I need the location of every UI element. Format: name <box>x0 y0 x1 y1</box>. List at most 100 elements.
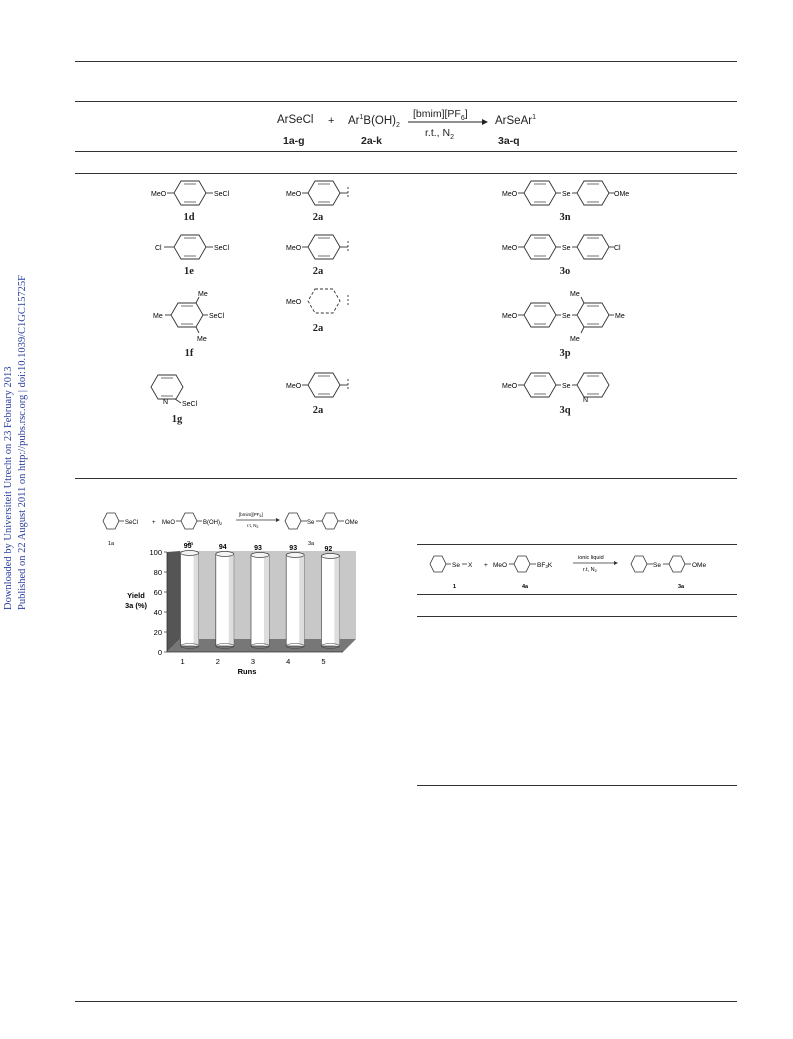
svg-text:SeCl: SeCl <box>214 245 230 252</box>
svg-text:MeO: MeO <box>502 383 518 390</box>
x-tick-label: 4 <box>286 657 290 666</box>
bar-shade <box>228 554 234 646</box>
aryl-2a-structure: MeO <box>286 180 349 206</box>
label-substrate-1d: 1d <box>183 212 195 223</box>
product-3n-structure: MeO Se OMe <box>502 180 629 206</box>
scheme-bottom-rule <box>75 151 737 152</box>
svg-text:MeO: MeO <box>286 245 302 252</box>
y-axis-label: Yield <box>127 591 145 600</box>
label-substrate-1g: 1g <box>171 414 183 425</box>
bar-base <box>321 643 340 649</box>
svg-text:Se: Se <box>562 245 571 252</box>
svg-text:MeO: MeO <box>493 562 507 569</box>
data-label: 93 <box>289 545 297 552</box>
bar-shade <box>264 555 269 646</box>
bar-top <box>180 550 199 556</box>
bar-base <box>215 643 235 649</box>
svg-text:Se: Se <box>562 313 571 320</box>
y-tick-label: 40 <box>154 608 162 617</box>
svg-text:ionic liquid: ionic liquid <box>578 555 604 561</box>
svg-text:Me: Me <box>198 291 208 298</box>
header-bottom-rule <box>75 173 737 174</box>
label-product-3p: 3p <box>559 348 571 359</box>
svg-text:Cl: Cl <box>614 245 621 252</box>
plus-sign: + <box>328 115 335 127</box>
label-aryl-2a: 2a <box>312 266 324 277</box>
svg-text:Me: Me <box>570 291 580 298</box>
y-tick-label: 80 <box>154 568 162 577</box>
scheme3-bottom-rule <box>417 785 737 786</box>
substrate-1d-structure: MeO SeCl <box>151 180 230 206</box>
svg-text:2a: 2a <box>187 541 194 547</box>
page-bottom-rule <box>75 1001 737 1002</box>
bar-base <box>180 643 199 649</box>
y-tick-label: 20 <box>154 628 162 637</box>
bar-base <box>285 643 305 649</box>
svg-text:X: X <box>468 562 473 569</box>
svg-text:OMe: OMe <box>614 191 629 198</box>
svg-text:BF3K: BF3K <box>537 562 553 569</box>
svg-text:MeO: MeO <box>286 383 302 390</box>
product-diaryl-selenide: ArSeAr1 <box>495 114 536 127</box>
condition-top: [bmim][PF6] <box>413 108 468 123</box>
scheme-top-rule <box>75 101 737 102</box>
svg-text:3a: 3a <box>678 584 685 590</box>
y-tick-label: 0 <box>158 648 162 657</box>
aryl-2a-structure: MeO <box>286 372 349 398</box>
bar-base <box>250 643 270 649</box>
svg-text:OMe: OMe <box>345 520 359 526</box>
recycle-scheme: SeCl 1a + MeO B(OH)2 2a [bmim][PF6] r.t,… <box>102 512 359 547</box>
table-bottom-rule <box>75 478 737 479</box>
sidebar-download-info: Downloaded by Universiteit Utrecht on 23… <box>2 265 30 610</box>
svg-text:Se: Se <box>452 562 460 569</box>
scheme3-top-rule <box>417 544 737 545</box>
svg-text:Me: Me <box>153 313 163 320</box>
substrate-1e-structure: Cl SeCl <box>155 234 230 260</box>
svg-text:+: + <box>152 520 156 526</box>
svg-text:MeO: MeO <box>502 245 518 252</box>
label-substrate-1e: 1e <box>184 266 194 277</box>
product-3q-structure: MeO Se N <box>502 372 610 404</box>
bar-shade <box>299 555 305 646</box>
label-product-3q: 3q <box>559 405 571 416</box>
aryl-2a-structure: MeO <box>286 288 349 314</box>
svg-text:r.t, N2: r.t, N2 <box>583 567 598 573</box>
substituent-left: MeO <box>151 191 167 198</box>
product-3o-structure: MeO Se Cl <box>502 234 621 260</box>
product-label: 3a-q <box>498 135 520 147</box>
bar-shade <box>334 556 340 646</box>
product-3p-structure: MeO Se Me Me Me <box>502 291 625 343</box>
y-tick-label: 100 <box>149 548 162 557</box>
substituent-right: SeCl <box>214 191 230 198</box>
chart-side-wall <box>167 551 180 652</box>
data-label: 95 <box>184 543 192 550</box>
svg-text:B(OH)2: B(OH)2 <box>203 520 223 526</box>
label-aryl-2a: 2a <box>312 323 324 334</box>
scheme3-header-rule <box>417 616 737 617</box>
y-tick-label: 60 <box>154 588 162 597</box>
svg-text:Cl: Cl <box>155 245 162 252</box>
svg-text:MeO: MeO <box>162 520 175 526</box>
trifluoroborate-scheme: Se X 1 + MeO BF3K 4a ionic liquid r.t, N… <box>429 555 706 590</box>
svg-text:Se: Se <box>562 383 571 390</box>
svg-text:MeO: MeO <box>502 191 518 198</box>
x-axis-label: Runs <box>238 667 257 676</box>
svg-text:MeO: MeO <box>286 299 302 306</box>
label-aryl-2a: 2a <box>312 212 324 223</box>
svg-text:N: N <box>163 399 168 406</box>
bar-top <box>285 552 305 558</box>
svg-text:SeCl: SeCl <box>125 520 138 526</box>
reactant-2-label: 2a-k <box>361 135 383 147</box>
x-tick-label: 3 <box>251 657 255 666</box>
svg-text:MeO: MeO <box>502 313 518 320</box>
reactant-1-label: 1a-g <box>283 135 305 147</box>
bar-top <box>215 551 235 557</box>
svg-text:+: + <box>484 562 488 569</box>
svg-text:N: N <box>583 397 588 404</box>
label-product-3o: 3o <box>559 266 571 277</box>
substrate-1g-structure: N SeCl <box>150 374 198 408</box>
bar-shade <box>193 553 199 646</box>
svg-text:SeCl: SeCl <box>209 313 225 320</box>
svg-text:1: 1 <box>453 584 456 590</box>
